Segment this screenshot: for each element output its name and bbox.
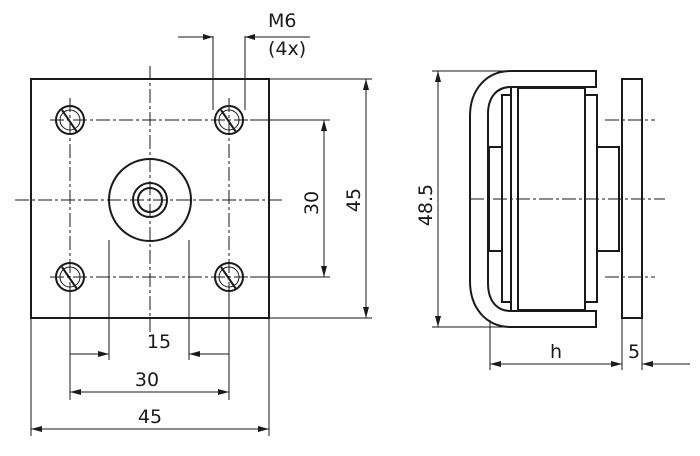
dim-plate-height: 45	[269, 78, 372, 319]
dim-30-horizontal-label: 30	[135, 369, 159, 391]
dim-overall-height: 48.5	[415, 70, 508, 328]
threaded-hole-bottom-left	[55, 262, 85, 292]
dim-h-label: h	[550, 341, 562, 363]
bracket-outer-outline	[469, 70, 597, 328]
roller-body	[501, 87, 598, 311]
dim-plate-width: 45	[30, 318, 270, 436]
thread-count-label: (4x)	[268, 38, 306, 60]
dim-45-horizontal-label: 45	[138, 406, 162, 428]
dim-hole-spacing-horizontal: 30	[70, 369, 229, 395]
thread-size-label: M6	[268, 10, 296, 32]
threaded-hole-top-right	[214, 105, 244, 135]
dim-48-5-label: 48.5	[415, 184, 437, 226]
dim-center-offset: 15	[69, 240, 230, 400]
dim-15-label: 15	[147, 331, 171, 353]
axle-stub-right	[596, 146, 620, 252]
dim-5-label: 5	[628, 341, 640, 363]
axle-stub-left	[488, 146, 503, 252]
dim-45-vertical-label: 45	[343, 188, 365, 212]
dim-body-depth: h	[489, 318, 643, 370]
dim-plate-thickness: 5	[628, 341, 690, 367]
dim-30-vertical-label: 30	[301, 191, 323, 215]
threaded-hole-top-left	[55, 105, 85, 135]
side-mounting-plate	[621, 78, 643, 319]
front-view	[15, 66, 285, 332]
thread-callout: M6 (4x)	[178, 10, 310, 110]
side-view	[469, 70, 665, 328]
dim-hole-spacing-vertical: 30	[250, 119, 330, 278]
central-boss	[108, 158, 192, 242]
threaded-hole-bottom-right	[214, 262, 244, 292]
